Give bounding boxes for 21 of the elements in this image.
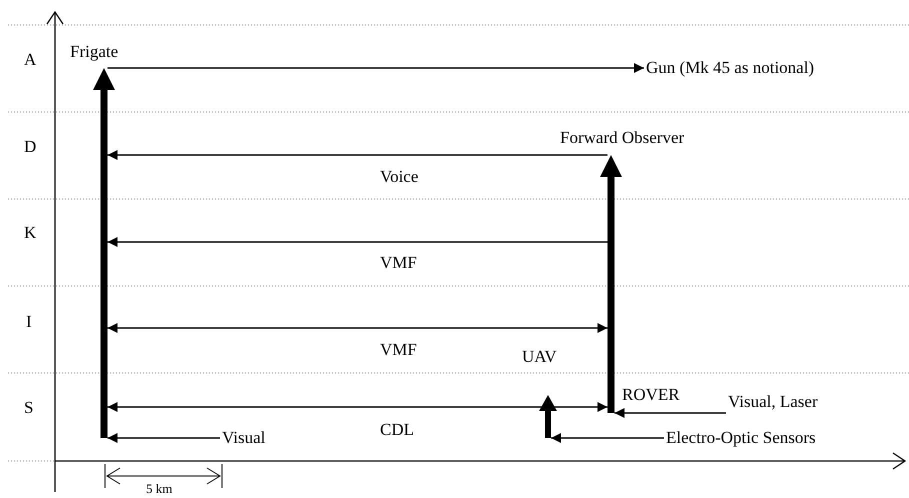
node-label: Visual [222,428,266,448]
row-letter: K [24,223,36,242]
row-letter: I [26,312,32,331]
dimension-value: 5 km [146,481,172,496]
node-label: ROVER [622,385,680,405]
node-label: Gun (Mk 45 as notional) [646,58,814,78]
row-letter: D [24,137,36,156]
node-label: Electro-Optic Sensors [666,428,816,448]
arrow [108,63,644,73]
row-letter: A [24,50,36,69]
row-letter: S [24,398,34,417]
arrow [108,150,608,160]
arrow [551,433,664,443]
node-label: UAV [522,347,557,367]
arrow [108,433,220,443]
arrow [108,323,608,333]
arrow [614,408,726,418]
node-label: Frigate [70,42,118,62]
node-label: Visual, Laser [728,392,818,412]
arrow [108,237,608,247]
node-label: Forward Observer [560,128,684,148]
